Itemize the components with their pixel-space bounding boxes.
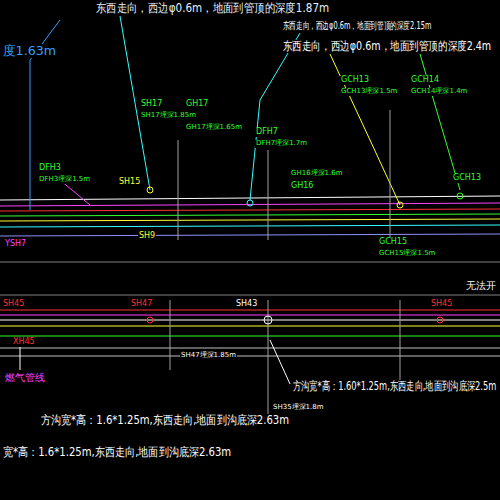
pipe-note: DFH7埋深1.7m bbox=[255, 140, 308, 148]
pipe-line bbox=[0, 310, 500, 311]
road-edge bbox=[0, 295, 500, 296]
pipe-line bbox=[0, 326, 500, 327]
callout-number: SH45 bbox=[430, 300, 453, 309]
leader-line bbox=[268, 150, 269, 240]
depth-note: 东西走向，西边φ0.6m，地面到管顶的深度2.4m bbox=[282, 40, 492, 53]
callout-number: SH15 bbox=[118, 178, 141, 187]
ditch-note: 方沟宽*高：1.6*1.25m,东西走向,地面到沟底深2.63m bbox=[40, 414, 290, 427]
leader-line bbox=[178, 140, 179, 240]
note: 无法开 bbox=[465, 280, 497, 291]
pipe-note: GCH13埋深1.5m bbox=[340, 88, 398, 96]
manhole-symbol bbox=[147, 187, 153, 193]
leader-line bbox=[170, 300, 171, 370]
pipe-line bbox=[0, 320, 500, 321]
callout-number: DFH3 bbox=[38, 164, 62, 173]
ditch-note: 宽*高：1.6*1.25m,东西走向,地面到沟底深2.63m bbox=[2, 446, 232, 459]
pipe-note: SH35埋深1.8m bbox=[272, 404, 325, 412]
callout-number: YSH7 bbox=[4, 240, 27, 249]
callout-number: SH47 bbox=[130, 300, 153, 309]
callout-number: DFH7 bbox=[255, 128, 279, 137]
callout-number: GH17 bbox=[185, 100, 209, 109]
callout-number: XH45 bbox=[12, 338, 36, 347]
pipe-name: 燃气管线 bbox=[4, 372, 46, 383]
callout-number: SH45 bbox=[2, 300, 25, 309]
callout-number: GCH13 bbox=[340, 76, 370, 85]
leader-line bbox=[390, 110, 391, 240]
pipe-line bbox=[0, 234, 500, 236]
manhole-symbol bbox=[147, 317, 153, 323]
depth-note: 东西走向，西边φ0.6m，地面到管顶的深度1.87m bbox=[95, 2, 330, 15]
ditch-line bbox=[0, 348, 500, 349]
pipe-line bbox=[0, 219, 500, 221]
manhole-symbol bbox=[264, 316, 272, 324]
leader-line bbox=[268, 300, 269, 420]
road-edge bbox=[0, 262, 500, 263]
pipe-note: GH17埋深1.65m bbox=[185, 124, 243, 132]
pipe-note: GCH15埋深1.5m bbox=[378, 250, 436, 258]
pipe-line bbox=[0, 225, 500, 227]
ditch-note: 方沟宽*高：1.60*1.25m,东西走向,地面到沟底深2.5m bbox=[292, 380, 497, 393]
depth-note: 度1.63m bbox=[2, 44, 57, 58]
manhole-symbol bbox=[397, 202, 403, 208]
leader-line bbox=[60, 180, 90, 205]
callout-number: GCH14 bbox=[410, 76, 440, 85]
pipe-line bbox=[0, 214, 500, 216]
pipe-note: DFH3埋深1.5m bbox=[38, 176, 91, 184]
callout-number: SH9 bbox=[138, 232, 156, 241]
pipe-line bbox=[0, 315, 500, 316]
depth-note: 东西走向，西边φ0.6m，地面到管顶的深度2.15m bbox=[282, 20, 432, 31]
leader-line bbox=[270, 340, 290, 384]
pipe-note: GCH14埋深1.4m bbox=[410, 88, 468, 96]
callout-number: SH17 bbox=[140, 100, 163, 109]
callout-number: GCH13 bbox=[452, 174, 482, 183]
manhole-symbol bbox=[247, 200, 253, 206]
pipe-line bbox=[0, 336, 500, 337]
pipe-line bbox=[0, 209, 500, 211]
manhole-symbol bbox=[457, 193, 463, 199]
callout-number: SH43 bbox=[235, 300, 258, 309]
pipe-note: SH47埋深1.85m bbox=[180, 352, 237, 360]
manhole-symbol bbox=[437, 317, 443, 323]
leader-line bbox=[420, 54, 460, 190]
pipe-note: SH17埋深1.85m bbox=[140, 112, 197, 120]
pipe-note: GH16埋深1.6m bbox=[290, 170, 344, 178]
ditch-line bbox=[0, 356, 500, 357]
callout-number: GH16 bbox=[290, 182, 314, 191]
callout-number: GCH15 bbox=[378, 238, 408, 247]
leader-line bbox=[400, 300, 401, 380]
